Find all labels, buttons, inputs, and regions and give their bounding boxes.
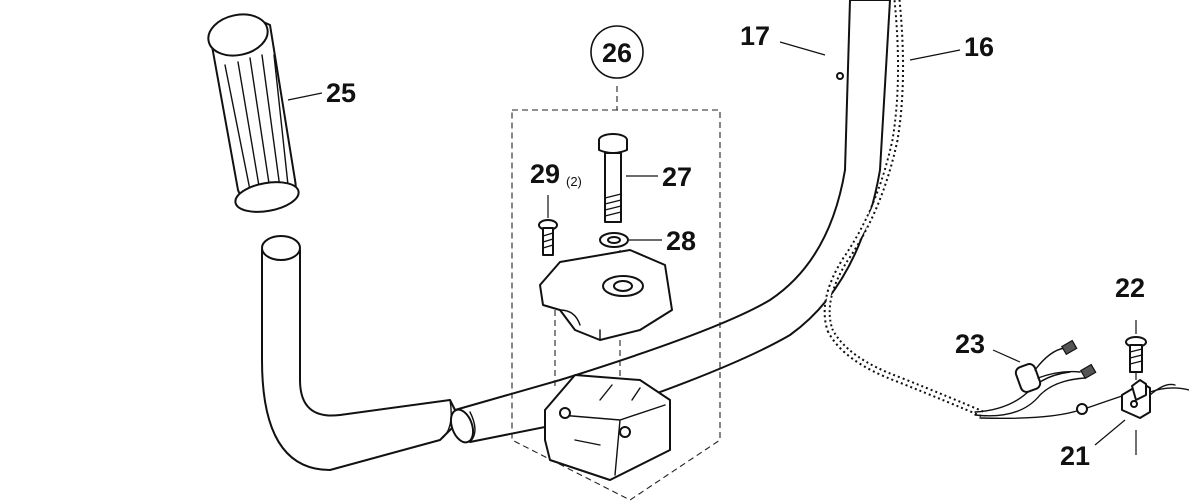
callout-25: 25	[326, 78, 356, 108]
callout-16: 16	[964, 32, 994, 62]
callout-27: 27	[662, 162, 692, 192]
callout-26-circle	[590, 25, 644, 79]
leader-16	[909, 49, 961, 61]
callout-23: 23	[955, 329, 985, 359]
leader-17	[779, 41, 826, 56]
clamp-top	[539, 249, 673, 341]
wire-connector-23	[1014, 339, 1097, 393]
handle-grip-25	[207, 13, 300, 213]
handlebar-tube-17	[449, 0, 891, 444]
leader-21	[1094, 419, 1126, 446]
clamp-base	[544, 374, 671, 481]
leader-23	[992, 349, 1021, 363]
callout-29-quantity: (2)	[566, 174, 582, 189]
callout-26: 26	[602, 38, 632, 68]
callout-28: 28	[666, 226, 696, 256]
callout-21: 21	[1060, 441, 1090, 471]
screw-29	[538, 195, 558, 256]
callout-29: 29	[530, 159, 560, 189]
callout-22: 22	[1115, 273, 1145, 303]
leader-25	[287, 92, 323, 101]
switch-bracket-21	[1121, 379, 1176, 419]
bolt-27	[598, 133, 628, 223]
handlebar-tube-left	[261, 235, 461, 471]
screw-22	[1125, 320, 1147, 455]
washer-28	[599, 232, 629, 248]
callout-17: 17	[740, 21, 770, 51]
